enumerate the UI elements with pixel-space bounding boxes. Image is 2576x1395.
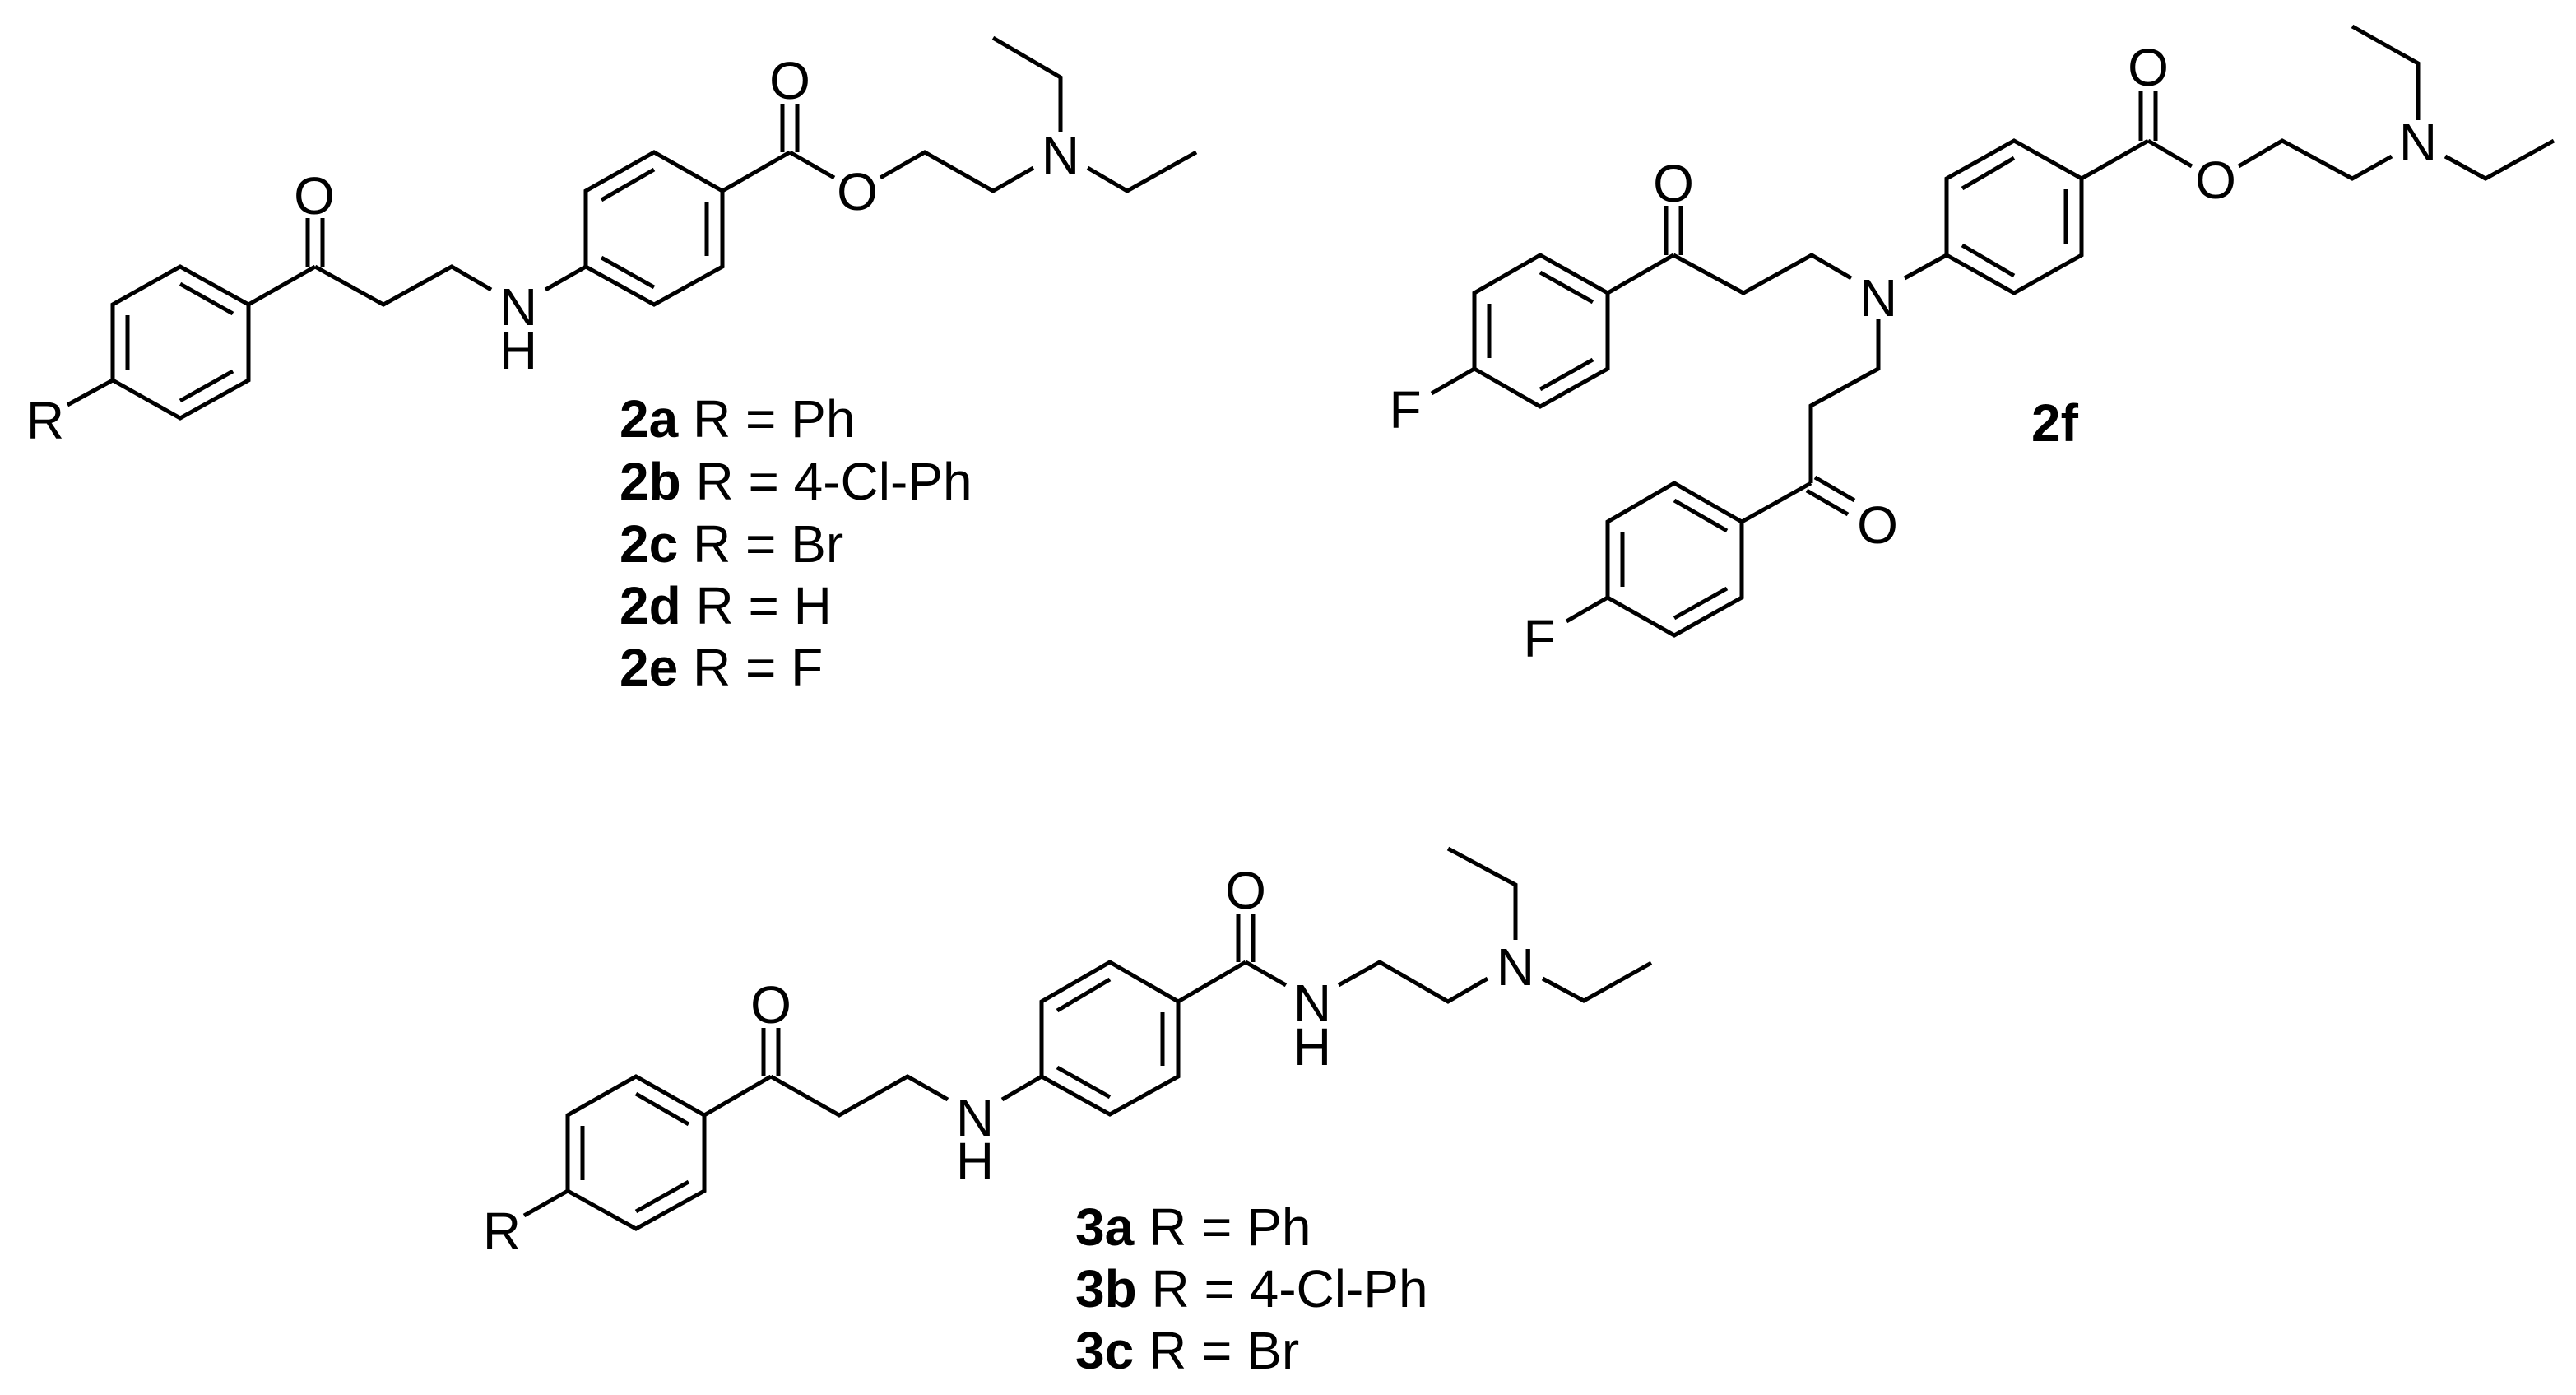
atom-amine-hydrogen: H [956,1132,994,1191]
substituent-text: R = Ph [1149,1197,1311,1257]
compound-id: 2e [620,638,678,697]
substituent-text: R = 4-Cl-Ph [695,452,972,511]
atom-diethylamino-nitrogen: N [1497,937,1534,997]
compound-id: 3b [1075,1259,1137,1318]
atom-ketone-oxygen: O [294,166,335,226]
substituent-text: R = Br [1149,1321,1299,1380]
atom-ketone-oxygen: O [750,975,791,1035]
substituent-text: R = Br [693,514,843,574]
atom-diethylamino-nitrogen: N [1042,126,1079,185]
atom-amine-hydrogen: H [499,321,537,380]
atom-ester-carbonyl-oxygen: O [2128,38,2169,97]
legend-row-2b: 2b R = 4-Cl-Ph [620,452,972,511]
substituent-text: R = H [695,576,831,635]
substituent-legend-2: 2a R = Ph 2b R = 4-Cl-Ph 2c R = Br 2d R … [620,389,972,697]
atom-tertiary-nitrogen: N [1859,268,1897,328]
atom-fluorine-1: F [1389,380,1421,439]
compound-id: 2c [620,514,678,574]
atom-r: R [483,1202,521,1261]
legend-row-2a: 2a R = Ph [620,389,855,449]
substituent-text: R = F [693,638,823,697]
compound-id: 2a [620,389,679,449]
compound-id: 3c [1075,1321,1134,1380]
atom-diethylamino-nitrogen: N [2399,113,2437,172]
legend-row-3b: 3b R = 4-Cl-Ph [1075,1259,1428,1318]
legend-row-3c: 3c R = Br [1075,1321,1299,1380]
compound-id: 3a [1075,1197,1135,1257]
compound-label-2f: 2f [2031,393,2079,453]
structure-2a-2e: R O N H O O N 2a R = Ph 2b R = 4-Cl-Ph 2… [26,35,1198,697]
substituent-legend-3: 3a R = Ph 3b R = 4-Cl-Ph 3c R = Br [1075,1197,1428,1380]
legend-row-2e: 2e R = F [620,638,823,697]
atom-amide-oxygen: O [1225,861,1266,920]
atom-fluorine-2: F [1523,609,1555,668]
legend-row-2d: 2d R = H [620,576,832,635]
atom-amine-nitrogen: N [499,277,537,337]
atom-r: R [26,391,64,450]
atom-ester-oxygen: O [837,162,878,221]
legend-row-2c: 2c R = Br [620,514,843,574]
atom-amine-nitrogen: N [956,1088,994,1147]
structure-2f: F O N O F O O N 2f [1389,24,2555,668]
bonds-3a-3c [522,846,1653,1231]
atom-ester-oxygen: O [2195,151,2236,210]
atom-amide-nitrogen: N [1293,974,1331,1033]
atom-ketone-oxygen-1: O [1653,154,1694,213]
atom-ketone-oxygen-2: O [1857,495,1898,555]
structure-3a-3c: R O N H O N H N 3a R = Ph 3b R = 4-Cl-Ph… [483,846,1653,1380]
atom-ester-carbonyl-oxygen: O [769,51,810,110]
legend-row-3a: 3a R = Ph [1075,1197,1311,1257]
compound-id: 2d [620,576,681,635]
atom-amide-hydrogen: H [1293,1017,1331,1076]
bonds-2f [1430,24,2555,638]
substituent-text: R = 4-Cl-Ph [1151,1259,1427,1318]
bonds-2a-2e [66,35,1198,421]
compound-id: 2b [620,452,681,511]
substituent-text: R = Ph [693,389,855,449]
